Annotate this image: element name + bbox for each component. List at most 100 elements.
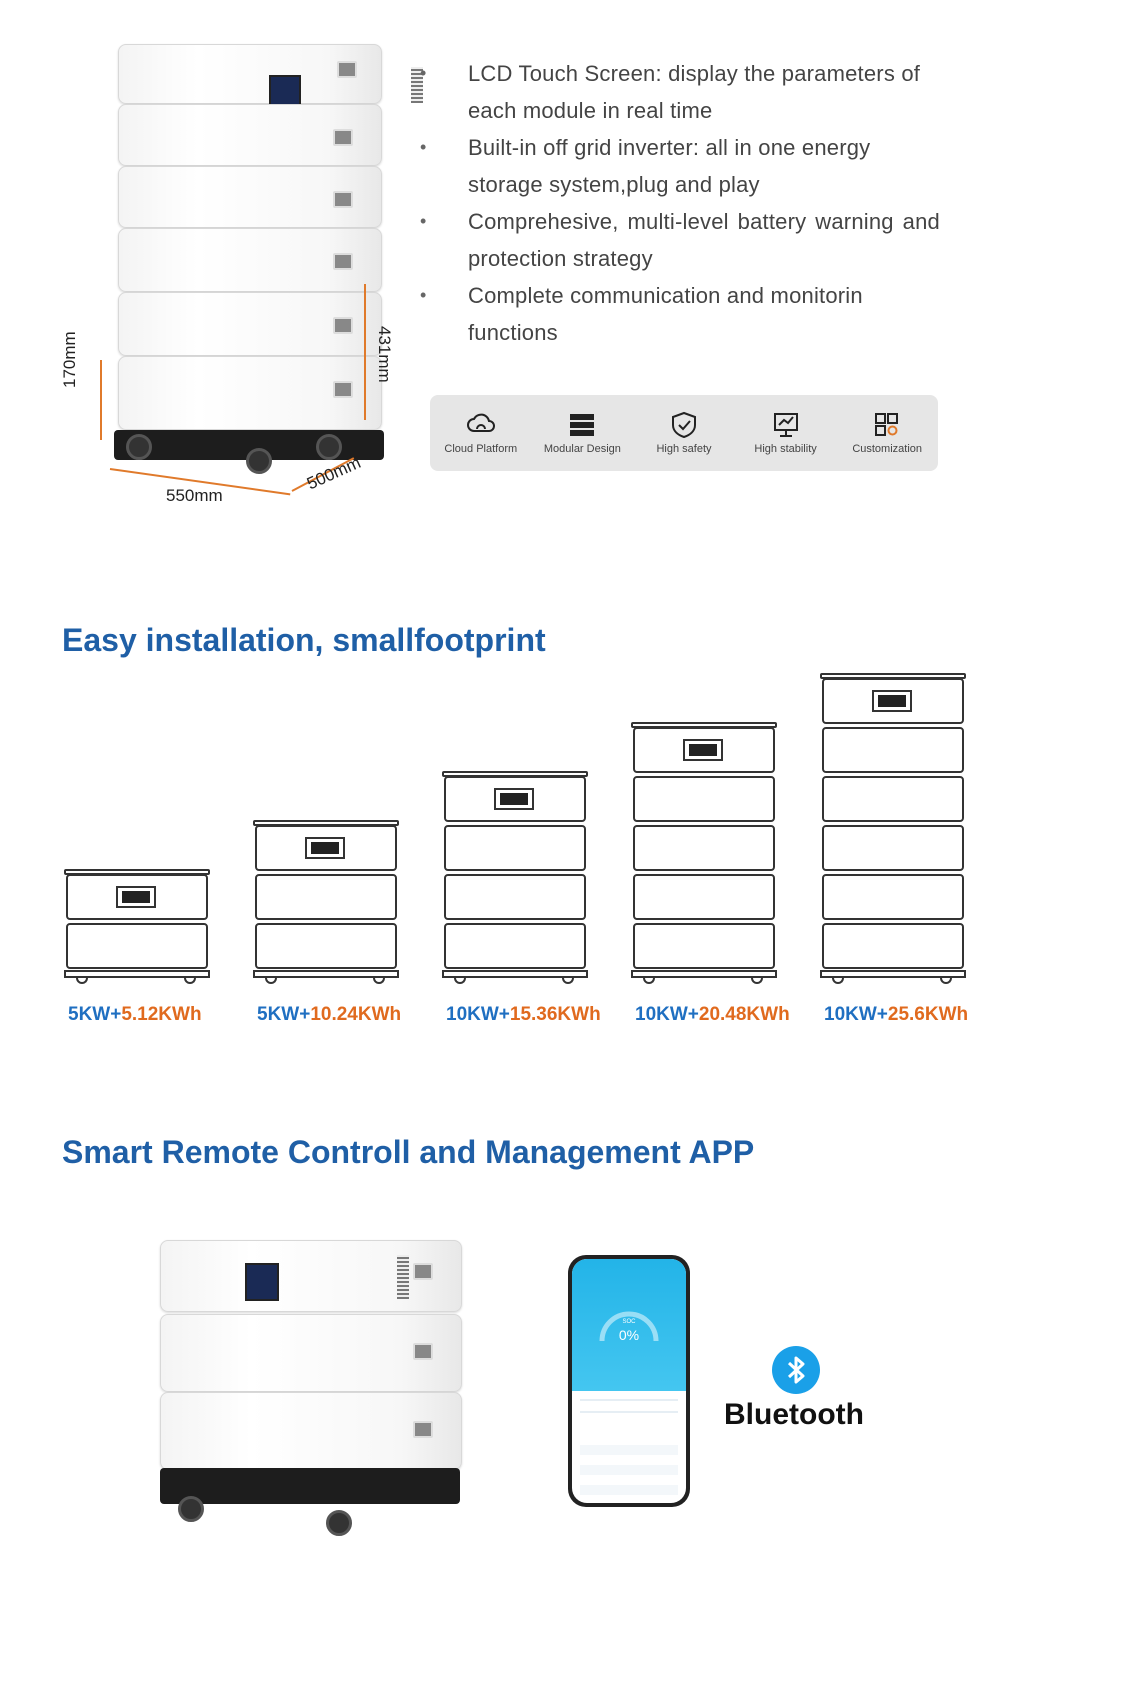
wheel-icon xyxy=(373,978,385,984)
stack-icon xyxy=(570,414,595,436)
stack-base xyxy=(820,970,966,978)
stack-base xyxy=(631,970,777,978)
soc-label: SOC xyxy=(622,1319,636,1325)
stack-lid xyxy=(64,869,210,875)
wheel-icon xyxy=(76,978,88,984)
stack-lid xyxy=(442,771,588,777)
hero-product-image: 170mm 431mm 550mm 500mm xyxy=(30,30,450,560)
config-caption: 10KW+25.6KWh xyxy=(824,1004,969,1025)
soc-gauge xyxy=(599,1311,659,1342)
stack-lid xyxy=(820,673,966,679)
config-caption: 10KW+15.36KWh xyxy=(446,1004,601,1025)
icon-bar-item: Modular Design xyxy=(532,411,632,455)
app-metrics xyxy=(580,1435,678,1495)
stack-lid xyxy=(253,820,399,826)
icon-bar-item: High stability xyxy=(736,411,836,455)
dimension-height-tall: 431mm xyxy=(375,326,394,383)
wheel-icon xyxy=(265,978,277,984)
wheeled-base xyxy=(160,1468,460,1504)
battery-module xyxy=(444,825,586,871)
battery-module xyxy=(160,1392,462,1470)
vent-grille xyxy=(411,67,423,103)
battery-module xyxy=(118,228,382,292)
icon-bar-item: High safety xyxy=(634,411,734,455)
icon-bar-item: Cloud Platform xyxy=(431,411,531,455)
wheel-icon xyxy=(751,978,763,984)
dimension-width: 550mm xyxy=(166,486,223,505)
wheel-icon xyxy=(454,978,466,984)
lcd-screen xyxy=(269,75,301,107)
stack-base xyxy=(442,970,588,978)
config-caption: 5KW+5.12KWh xyxy=(68,1004,202,1025)
battery-module xyxy=(822,923,964,969)
switch-icon xyxy=(337,61,357,78)
lcd-screen xyxy=(245,1263,279,1301)
bullet-icon: • xyxy=(420,211,427,231)
config-caption: 10KW+20.48KWh xyxy=(635,1004,790,1025)
lcd-screen-icon xyxy=(305,837,345,859)
config-caption: 5KW+10.24KWh xyxy=(257,1004,402,1025)
battery-module xyxy=(444,874,586,920)
lcd-screen-icon xyxy=(683,739,723,761)
battery-module xyxy=(822,776,964,822)
wheel-icon xyxy=(126,434,152,460)
wheel-icon xyxy=(246,448,272,474)
cloud-icon xyxy=(466,413,495,432)
vent-grille xyxy=(397,1255,409,1299)
lcd-screen-icon xyxy=(116,886,156,908)
dimension-height-small: 170mm xyxy=(60,331,79,388)
bullet-icon: • xyxy=(420,63,427,83)
controller-module xyxy=(118,44,423,107)
battery-module xyxy=(633,825,775,871)
app-header: SOC 0% xyxy=(572,1259,686,1391)
battery-module xyxy=(66,923,208,969)
phone-app-mockup: SOC 0% xyxy=(568,1255,690,1507)
wheel-icon xyxy=(316,434,342,460)
battery-module xyxy=(255,874,397,920)
wheel-icon xyxy=(326,1510,352,1536)
feature-icon-bar: Cloud Platform Modular Design High safet… xyxy=(430,395,938,471)
bluetooth-icon xyxy=(772,1346,820,1394)
bullet-icon: • xyxy=(420,137,427,157)
wheel-icon xyxy=(940,978,952,984)
shield-icon xyxy=(671,411,696,439)
battery-module xyxy=(822,727,964,773)
dimension-line xyxy=(364,284,366,420)
battery-module xyxy=(118,166,382,228)
grid-gear-icon xyxy=(875,413,899,436)
stack-lid xyxy=(631,722,777,728)
bluetooth-label: Bluetooth xyxy=(724,1398,864,1431)
battery-module xyxy=(633,923,775,969)
battery-module xyxy=(255,923,397,969)
icon-bar-item: Customization xyxy=(837,411,937,455)
phone-screen: SOC 0% xyxy=(572,1259,686,1503)
wheel-icon xyxy=(562,978,574,984)
wheel-icon xyxy=(184,978,196,984)
battery-module xyxy=(633,874,775,920)
soc-value: 0% xyxy=(618,1327,640,1343)
feature-list: • LCD Touch Screen: display the paramete… xyxy=(420,55,940,351)
feature-item: • LCD Touch Screen: display the paramete… xyxy=(420,55,940,129)
battery-module xyxy=(160,1314,462,1392)
battery-module xyxy=(118,356,382,430)
wheel-icon xyxy=(178,1496,204,1522)
battery-module xyxy=(118,292,382,356)
battery-module xyxy=(633,776,775,822)
battery-module xyxy=(822,825,964,871)
monitor-icon xyxy=(773,413,798,437)
wheel-icon xyxy=(643,978,655,984)
bullet-icon: • xyxy=(420,285,427,305)
controller-module xyxy=(160,1240,462,1312)
section-title: Smart Remote Controll and Management APP xyxy=(62,1134,755,1170)
battery-module xyxy=(822,874,964,920)
battery-module xyxy=(444,923,586,969)
stack-base xyxy=(253,970,399,978)
feature-item: • Complete communication and monitorin f… xyxy=(420,277,940,351)
feature-item: • Built-in off grid inverter: all in one… xyxy=(420,129,940,203)
battery-module xyxy=(118,104,382,166)
product-image-small xyxy=(160,1240,462,1540)
feature-item: • Comprehesive, multi-level battery warn… xyxy=(420,203,940,277)
lcd-screen-icon xyxy=(494,788,534,810)
wheel-icon xyxy=(832,978,844,984)
dimension-line xyxy=(100,360,102,440)
